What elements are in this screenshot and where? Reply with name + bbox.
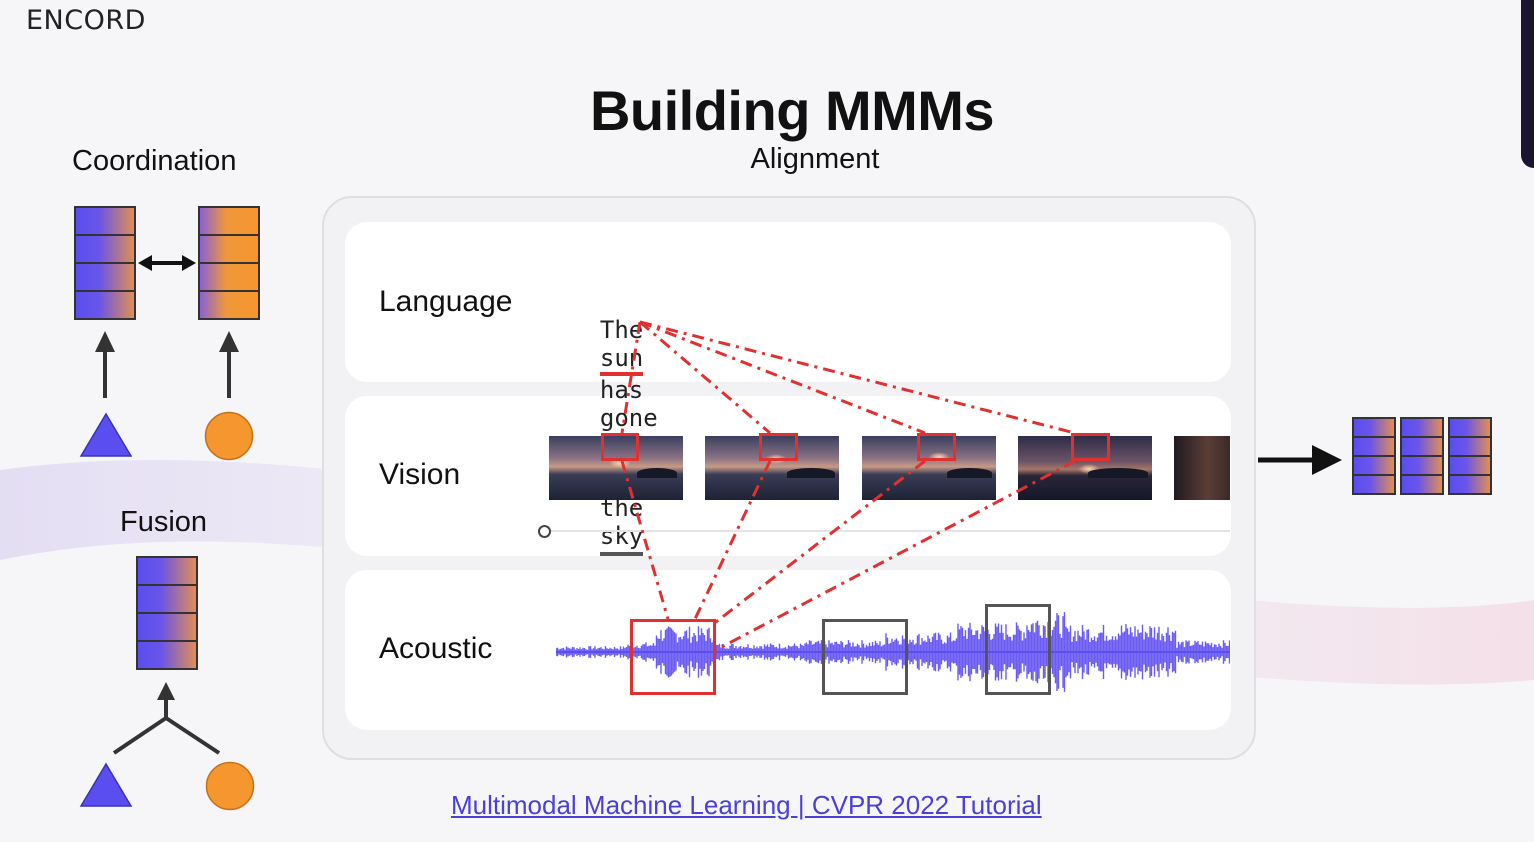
word-highlighted: sun (599, 344, 644, 376)
audio-segment-box (985, 604, 1051, 695)
language-row (345, 222, 1231, 382)
audio-segment-box (822, 619, 908, 695)
timeline-track (548, 530, 1230, 532)
fusion-stack (136, 556, 198, 670)
corner-decoration (1521, 0, 1534, 168)
brand-logo: ENCORD (26, 5, 146, 36)
coordination-diagram-lines (95, 255, 239, 755)
coordination-label: Coordination (72, 145, 237, 177)
word: gone (599, 404, 658, 432)
circle-icon (205, 761, 255, 811)
vision-region-box (917, 433, 956, 461)
slide-subtitle: Alignment (750, 143, 880, 175)
word: has (599, 376, 644, 404)
video-frame (862, 436, 996, 500)
video-frame (549, 436, 683, 500)
video-frame-partial (1174, 436, 1230, 500)
fusion-label: Fusion (120, 506, 208, 538)
output-stack (1448, 417, 1492, 495)
language-label: Language (379, 285, 513, 318)
output-arrow (1258, 445, 1342, 475)
vision-region-box (759, 433, 798, 461)
output-stack (1352, 417, 1396, 495)
output-stack (1400, 417, 1444, 495)
video-frame (1018, 436, 1152, 500)
triangle-icon (79, 412, 133, 457)
timeline-handle[interactable] (538, 525, 551, 538)
slide-title: Building MMMs (589, 79, 995, 142)
audio-segment-box-aligned (630, 619, 716, 695)
triangle-icon (79, 762, 133, 807)
acoustic-label: Acoustic (379, 632, 493, 665)
vision-region-box (1071, 433, 1110, 461)
word: The (599, 316, 644, 344)
coordination-orange-stack (198, 206, 260, 320)
circle-icon (204, 411, 254, 461)
vision-label: Vision (379, 458, 461, 491)
coordination-purple-stack (74, 206, 136, 320)
word-underlined: sky (599, 522, 644, 556)
source-link[interactable]: Multimodal Machine Learning | CVPR 2022 … (451, 790, 1042, 820)
vision-region-box (601, 433, 639, 461)
